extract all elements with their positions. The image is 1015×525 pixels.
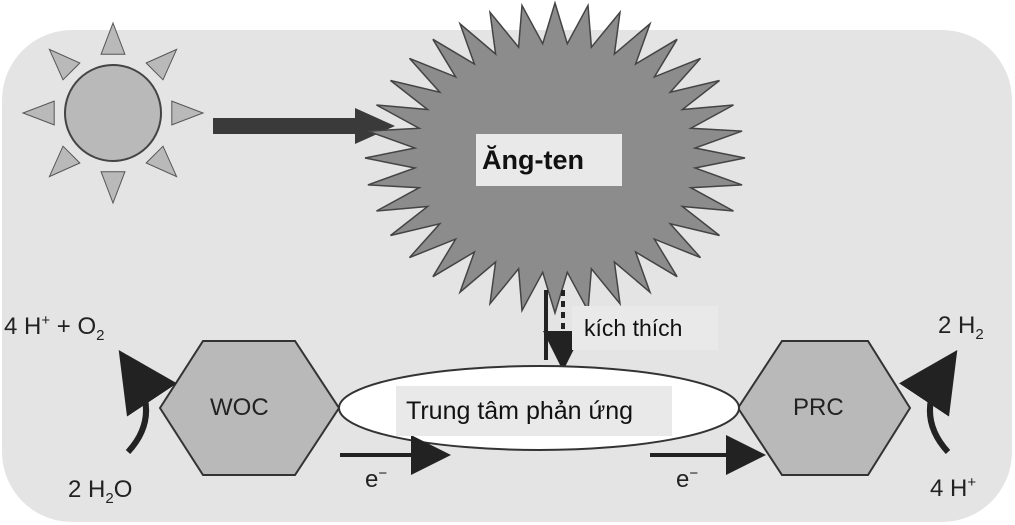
text: O — [113, 476, 133, 503]
text: 2 — [96, 326, 105, 344]
hydrogen-product-label: 2 H2 — [938, 312, 984, 343]
woc-label: WOC — [210, 394, 269, 421]
proton-reduction-arrow — [899, 350, 958, 455]
sun-ray — [100, 21, 126, 55]
sun-ray — [100, 171, 126, 205]
electron-charge: − — [378, 465, 388, 482]
electron-label-right: e− — [676, 465, 698, 494]
proton-reactant-label: 4 H+ — [930, 474, 976, 503]
light-arrow — [213, 108, 395, 144]
text: + — [41, 312, 51, 329]
sun-ray — [21, 100, 55, 126]
text: 4 H — [930, 475, 968, 502]
excitation-label: kích thích — [572, 306, 718, 350]
reaction-center-label: Trung tâm phản ứng — [396, 386, 672, 436]
antenna-label: Ăng-ten — [476, 134, 622, 186]
oxygen-product-label: 4 H+ + O2 — [4, 312, 105, 344]
text: 2 — [105, 489, 114, 507]
text: 2 H — [938, 312, 976, 339]
sun-ray — [145, 145, 178, 178]
text: + O — [50, 313, 97, 340]
electron-label-left: e− — [365, 465, 387, 494]
sun-ray — [48, 145, 81, 178]
electron-symbol: e — [676, 466, 690, 493]
text: + — [967, 474, 977, 491]
water-oxidation-arrow — [118, 350, 177, 455]
text: 4 H — [4, 313, 42, 340]
prc-label: PRC — [793, 394, 844, 421]
electron-charge: − — [689, 465, 699, 482]
text: 2 — [975, 325, 984, 343]
text: 2 H — [68, 476, 106, 503]
sun-ray — [48, 48, 81, 81]
sun-ray — [171, 100, 205, 126]
electron-symbol: e — [365, 466, 379, 493]
sun-disc — [64, 64, 162, 162]
sun-ray — [145, 48, 178, 81]
sun-icon — [21, 21, 205, 205]
water-reactant-label: 2 H2O — [68, 476, 132, 507]
